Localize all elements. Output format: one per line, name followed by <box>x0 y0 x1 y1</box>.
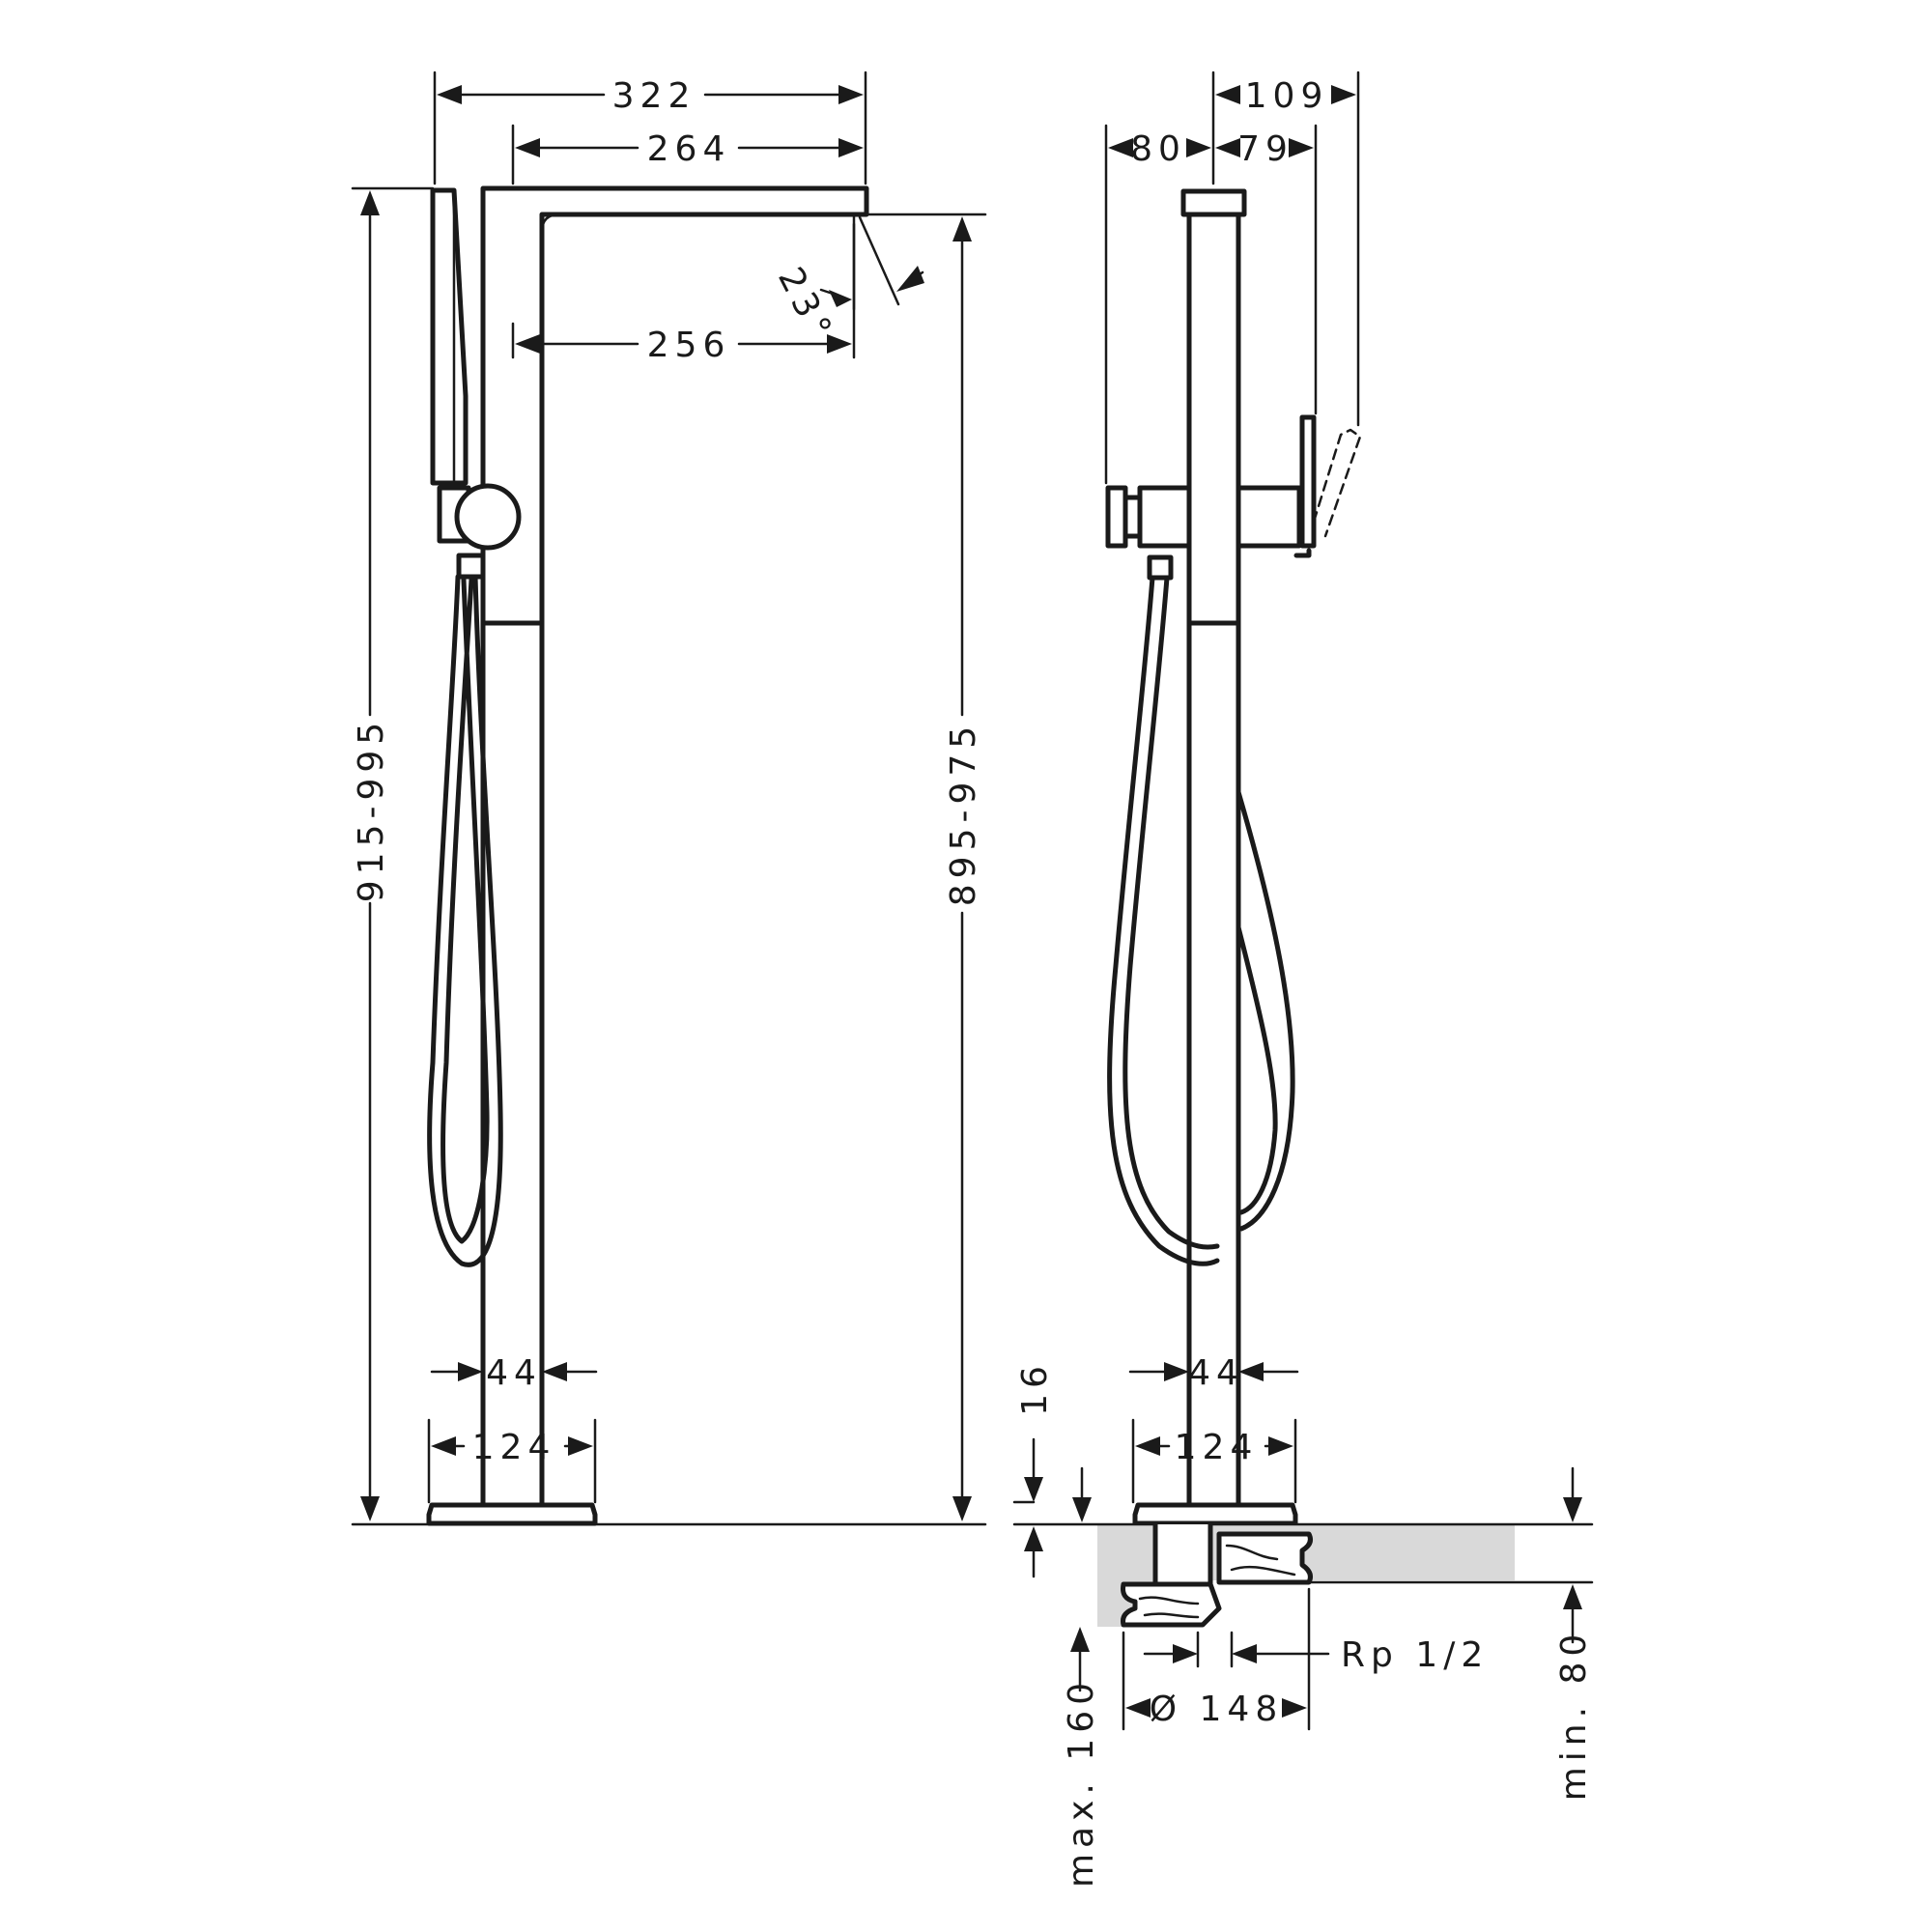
shower-hose-outer <box>427 574 503 1267</box>
dim-895-975-label: 895-975 <box>944 721 983 906</box>
spout-inner-corner <box>540 213 561 234</box>
dim-max-depth: max. 160 <box>1062 1627 1101 1888</box>
rough-in-body-left <box>1121 1581 1222 1628</box>
dim-base-left: 124 <box>427 1418 597 1504</box>
holder-knob <box>454 483 522 551</box>
front-view: 322 264 256 23° <box>351 71 987 1526</box>
dim-floor-offset: 16 <box>1015 1360 1092 1578</box>
dim-handle-split: 80 79 <box>1104 124 1318 485</box>
dim-16-label: 16 <box>1015 1360 1055 1416</box>
dim-rp-label: Rp 1/2 <box>1341 1635 1489 1675</box>
mixer-handle-cap <box>1105 485 1128 549</box>
dim-124-left-label: 124 <box>472 1428 556 1467</box>
dim-79-label: 79 <box>1237 129 1293 169</box>
dim-spout-angle: 23° <box>770 213 924 350</box>
side-hose-connector <box>1147 554 1174 581</box>
dim-rough-in-diameter: Ø 148 <box>1125 1690 1307 1729</box>
diverter-lever <box>1299 414 1317 549</box>
side-hose-right-inner <box>1236 924 1278 1215</box>
dim-pipe-right: 44 <box>1128 1353 1299 1393</box>
side-spout-cap <box>1180 188 1247 217</box>
dim-min-depth: min. 80 <box>1554 1466 1594 1802</box>
hose-connector <box>456 553 486 580</box>
mixer-handle-link <box>1122 495 1143 539</box>
dim-base-right: 124 <box>1131 1418 1297 1504</box>
diverter-body <box>1236 485 1302 549</box>
dim-max-160-label: max. 160 <box>1062 1677 1101 1888</box>
side-hose-right-outer <box>1236 789 1295 1232</box>
diverter-lever-tip <box>1293 548 1312 558</box>
dim-124-right-label: 124 <box>1175 1428 1259 1467</box>
rough-in-body-right <box>1216 1531 1313 1585</box>
dim-109-label: 109 <box>1245 76 1329 116</box>
rough-in-detail <box>1138 1544 1296 1619</box>
dim-148-label: Ø 148 <box>1150 1690 1284 1729</box>
spout-body <box>480 185 869 1508</box>
rough-in-sleeve <box>1152 1521 1213 1587</box>
side-view: 109 80 79 44 124 <box>1012 71 1594 1888</box>
dim-height-middle: 895-975 <box>858 213 987 1521</box>
diverter-lever-alt <box>1312 428 1362 538</box>
dim-44-left-label: 44 <box>486 1353 542 1393</box>
dim-total-width: 322 <box>433 71 867 185</box>
hand-shower <box>430 187 469 486</box>
side-base-plate <box>1132 1502 1298 1526</box>
side-hose-inner <box>1122 575 1220 1250</box>
dim-80-label: 80 <box>1130 129 1186 169</box>
dim-height-left: 915-995 <box>351 186 435 1521</box>
mixer-handle-body <box>1137 485 1192 549</box>
dim-23deg-label: 23° <box>770 261 841 350</box>
dim-915-995-label: 915-995 <box>352 717 391 902</box>
base-plate <box>426 1502 598 1526</box>
dim-256-label: 256 <box>647 326 731 365</box>
dim-connection-thread: Rp 1/2 <box>1122 1587 1489 1731</box>
dim-min-80-label: min. 80 <box>1554 1629 1594 1802</box>
dim-handle-total: 109 <box>1211 71 1360 427</box>
dim-264-label: 264 <box>647 129 731 169</box>
shower-hose-inner <box>440 577 490 1244</box>
dim-322-label: 322 <box>612 76 696 116</box>
dim-44-right-label: 44 <box>1188 1353 1244 1393</box>
side-hose-outer <box>1107 575 1220 1266</box>
dim-spout-reach: 264 <box>511 124 864 185</box>
dim-pipe-left: 44 <box>430 1353 598 1393</box>
